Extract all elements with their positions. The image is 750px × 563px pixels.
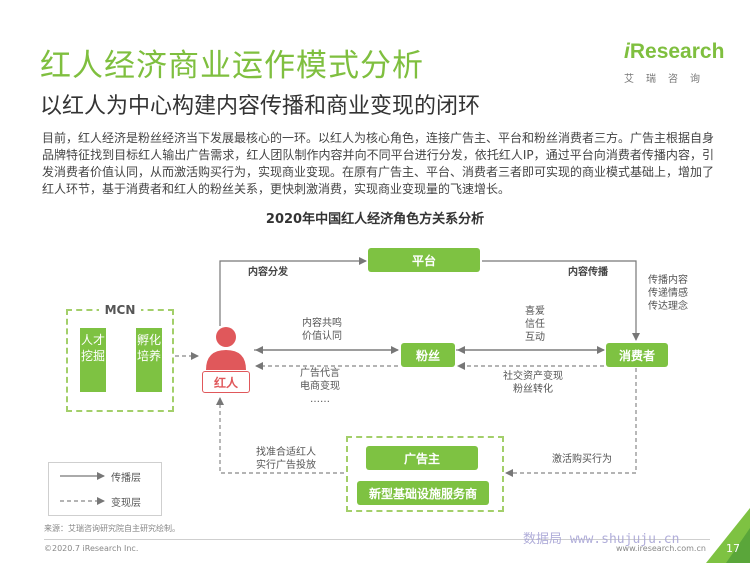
label-resonance: 内容共鸣 价值认同 <box>302 318 342 342</box>
mcn-label: MCN <box>66 303 174 317</box>
iresearch-logo: iResearch 艾瑞咨询 <box>624 40 724 88</box>
label-activate-purchase: 激活购买行为 <box>552 454 612 465</box>
dashed-consumer-to-advertiser <box>505 368 637 477</box>
footer-divider <box>44 539 710 540</box>
label-content-dissemination: 内容传播 <box>568 267 608 278</box>
label-affection: 喜爱 信任 互动 <box>525 306 545 343</box>
line-influencer-to-platform <box>219 257 367 326</box>
legend <box>48 462 162 516</box>
label-find-influencer: 找准合适红人 实行广告投放 <box>256 447 316 471</box>
page-subtitle: 以红人为中心构建内容传播和商业变现的闭环 <box>40 94 481 119</box>
node-infra-service: 新型基础设施服务商 <box>357 481 489 505</box>
label-spread: 传播内容 传递情感 传达理念 <box>648 275 688 312</box>
node-consumer: 消费者 <box>606 343 668 367</box>
legend-solid-label: 传播层 <box>111 473 141 484</box>
source-note: 来源：艾瑞咨询研究院自主研究绘制。 <box>44 524 180 533</box>
diagram-title: 2020年中国红人经济角色方关系分析 <box>265 212 485 227</box>
page-number: 17 <box>726 542 740 555</box>
node-talent-mining: 人才挖掘 <box>80 328 106 392</box>
corner-decoration <box>706 508 750 563</box>
label-content-distribution: 内容分发 <box>248 267 288 278</box>
label-social-asset: 社交资产变现 粉丝转化 <box>503 371 563 395</box>
label-ad-endorse: 广告代言 电商变现 …… <box>300 368 340 405</box>
page-title: 红人经济商业运作模式分析 <box>40 48 424 84</box>
legend-dashed-label: 变现层 <box>111 498 141 509</box>
influencer-label: 红人 <box>202 371 250 393</box>
logo-chinese-name: 艾瑞咨询 <box>624 74 712 85</box>
node-platform: 平台 <box>368 248 480 272</box>
person-icon <box>206 327 246 370</box>
advertiser-container <box>346 436 504 512</box>
footer-url: www.iresearch.com.cn <box>616 544 706 553</box>
node-influencer: 红人 <box>200 326 252 396</box>
logo-wordmark: iResearch <box>624 40 725 63</box>
description-paragraph: 目前，红人经济是粉丝经济当下发展最核心的一环。以红人为核心角色，连接广告主、平台… <box>42 131 715 196</box>
line-platform-to-consumer <box>482 260 640 341</box>
node-advertiser: 广告主 <box>366 446 478 470</box>
watermark: 数据局 www.shujuju.cn <box>523 532 680 547</box>
copyright: ©2020.7 iResearch Inc. <box>44 544 139 553</box>
node-incubation: 孵化培养 <box>136 328 162 392</box>
node-fans: 粉丝 <box>401 343 455 367</box>
